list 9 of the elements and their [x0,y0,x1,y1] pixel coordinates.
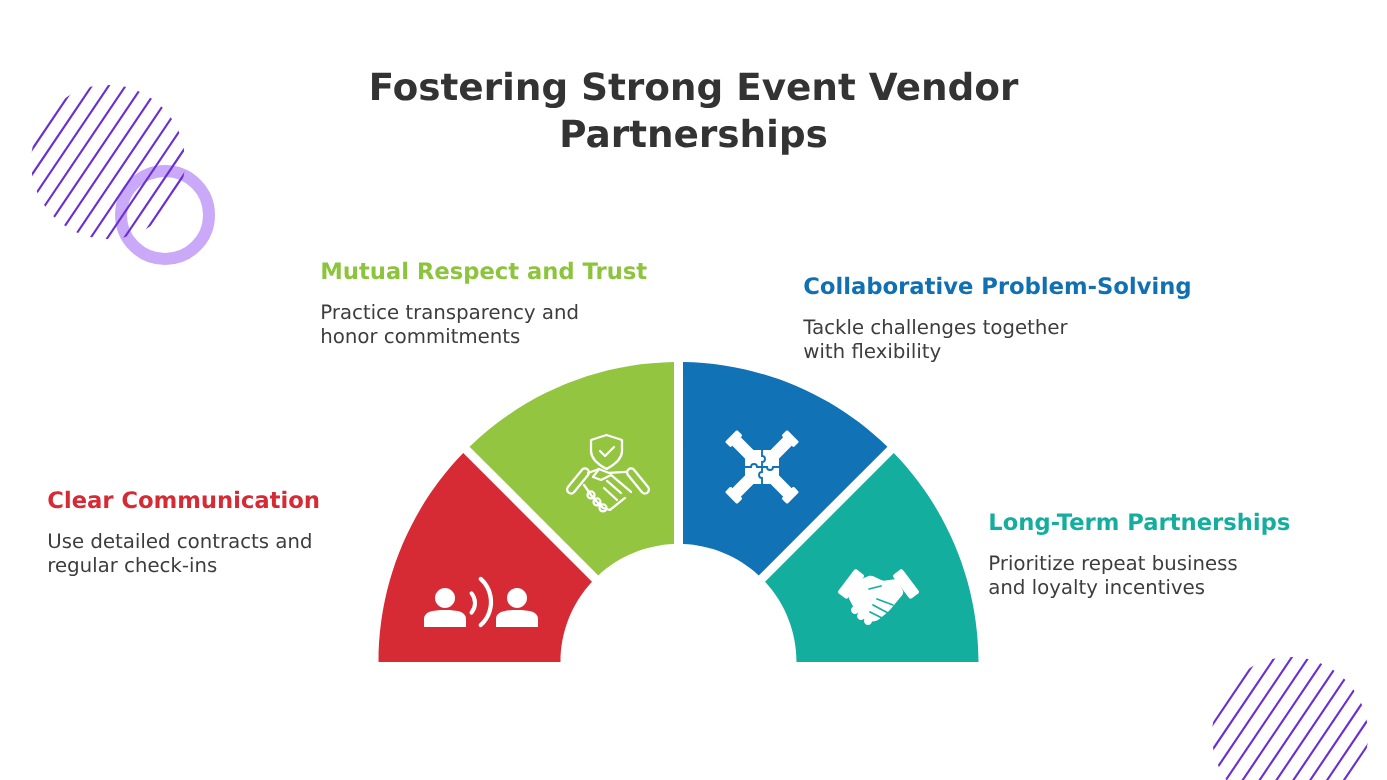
description: Prioritize repeat business and loyalty incentives [989,555,1237,599]
heading: Collaborative Problem-Solving [804,276,1190,299]
title: Fostering Strong Event Vendor Partnerships [372,71,1019,155]
description: Practice transparency and honor commitments [322,304,578,344]
description: Tackle challenges together with flexibility [803,319,1068,363]
heading: Mutual Respect and Trust [322,261,647,284]
heading: Clear Communication [48,490,319,509]
heading: Long-Term Partnerships [990,512,1290,535]
description: Use detailed contracts and regular check-ins [49,533,311,577]
